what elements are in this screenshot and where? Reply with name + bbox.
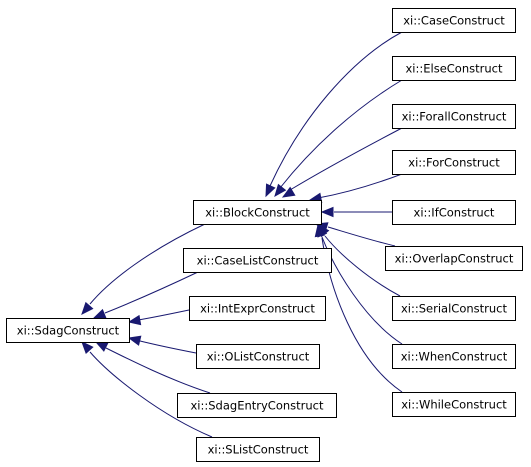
edge-line [89,223,206,305]
class-node-label[interactable]: xi::OListConstruct [207,350,310,364]
class-node-label[interactable]: xi::CaseListConstruct [197,254,319,268]
class-node-box[interactable] [392,150,516,175]
edge-line [327,226,396,247]
class-node-box[interactable] [189,296,326,321]
class-node-label[interactable]: xi::ForallConstruct [402,110,507,124]
class-node-label[interactable]: xi::WhileConstruct [401,398,507,412]
class-node-serial[interactable]: xi::SerialConstruct [392,296,516,321]
edge-intexpr-to-sdag [127,309,190,326]
class-node-box[interactable] [392,8,516,33]
class-node-box[interactable] [392,200,516,225]
arrowhead-icon [314,223,326,238]
edge-line [289,127,403,191]
edge-line [89,351,213,438]
arrowhead-icon [127,335,142,346]
edge-line [269,31,403,187]
arrowhead-icon [81,301,94,315]
arrowhead-icon [92,308,107,319]
class-node-label[interactable]: xi::BlockConstruct [205,206,310,220]
class-node-when[interactable]: xi::WhenConstruct [392,344,516,369]
class-node-block[interactable]: xi::BlockConstruct [193,200,322,225]
class-node-forall[interactable]: xi::ForallConstruct [392,104,516,129]
edge-line [137,309,190,321]
class-node-box[interactable] [177,393,337,418]
edge-case-to-block [265,31,403,198]
class-node-box[interactable] [392,392,516,417]
edge-line [324,235,401,297]
class-node-box[interactable] [392,296,516,321]
class-node-label[interactable]: xi::SdagEntryConstruct [191,399,324,413]
edge-overlap-to-block [314,222,396,247]
class-node-label[interactable]: xi::IfConstruct [414,206,495,220]
edge-olist-to-sdag [127,335,197,354]
class-node-box[interactable] [385,246,523,271]
edge-line [317,173,403,199]
class-node-case[interactable]: xi::CaseConstruct [392,8,516,33]
edges-layer [81,31,403,438]
arrowhead-icon [274,183,287,198]
class-node-label[interactable]: xi::CaseConstruct [403,14,505,28]
arrowhead-icon [265,183,276,198]
class-node-label[interactable]: xi::SListConstruct [208,443,309,457]
class-node-slist[interactable]: xi::SListConstruct [196,437,320,462]
class-node-box[interactable] [6,318,130,343]
edge-sdagentry-to-sdag [94,341,211,394]
class-node-olist[interactable]: xi::OListConstruct [196,344,320,369]
class-node-sdagentry[interactable]: xi::SdagEntryConstruct [177,393,337,418]
class-node-label[interactable]: xi::SdagConstruct [17,324,120,338]
arrowhead-icon [81,341,94,355]
class-node-box[interactable] [193,200,322,225]
nodes-layer: xi::CaseConstructxi::ElseConstructxi::Fo… [6,8,523,462]
class-node-label[interactable]: xi::SerialConstruct [401,302,507,316]
class-node-label[interactable]: xi::IntExprConstruct [200,302,315,316]
edge-forall-to-block [281,127,403,198]
arrowhead-icon [127,314,142,326]
class-node-else[interactable]: xi::ElseConstruct [392,56,516,81]
class-node-box[interactable] [196,344,320,369]
class-node-sdag[interactable]: xi::SdagConstruct [6,318,130,343]
arrowhead-icon [281,186,296,198]
arrowhead-icon [320,206,334,218]
class-node-box[interactable] [392,344,516,369]
class-node-for[interactable]: xi::ForConstruct [392,150,516,175]
class-node-box[interactable] [392,104,516,129]
edge-else-to-block [274,79,403,198]
class-node-overlap[interactable]: xi::OverlapConstruct [385,246,523,271]
class-node-box[interactable] [196,437,320,462]
edge-block-to-sdag [81,223,206,315]
edge-if-to-block [320,206,392,218]
edge-for-to-block [308,173,403,203]
class-node-if[interactable]: xi::IfConstruct [392,200,516,225]
class-node-label[interactable]: xi::ElseConstruct [406,62,503,76]
class-node-label[interactable]: xi::WhenConstruct [401,350,508,364]
class-node-intexpr[interactable]: xi::IntExprConstruct [189,296,326,321]
edge-line [105,347,211,394]
edge-line [104,271,199,314]
class-node-caselist[interactable]: xi::CaseListConstruct [183,248,332,273]
class-node-while[interactable]: xi::WhileConstruct [392,392,516,417]
arrowhead-icon [94,341,109,352]
class-node-label[interactable]: xi::OverlapConstruct [395,252,514,266]
edge-line [279,79,403,189]
class-node-label[interactable]: xi::ForConstruct [408,156,500,170]
edge-line [135,339,197,354]
edge-slist-to-sdag [81,341,213,438]
class-node-box[interactable] [392,56,516,81]
class-node-box[interactable] [183,248,332,273]
